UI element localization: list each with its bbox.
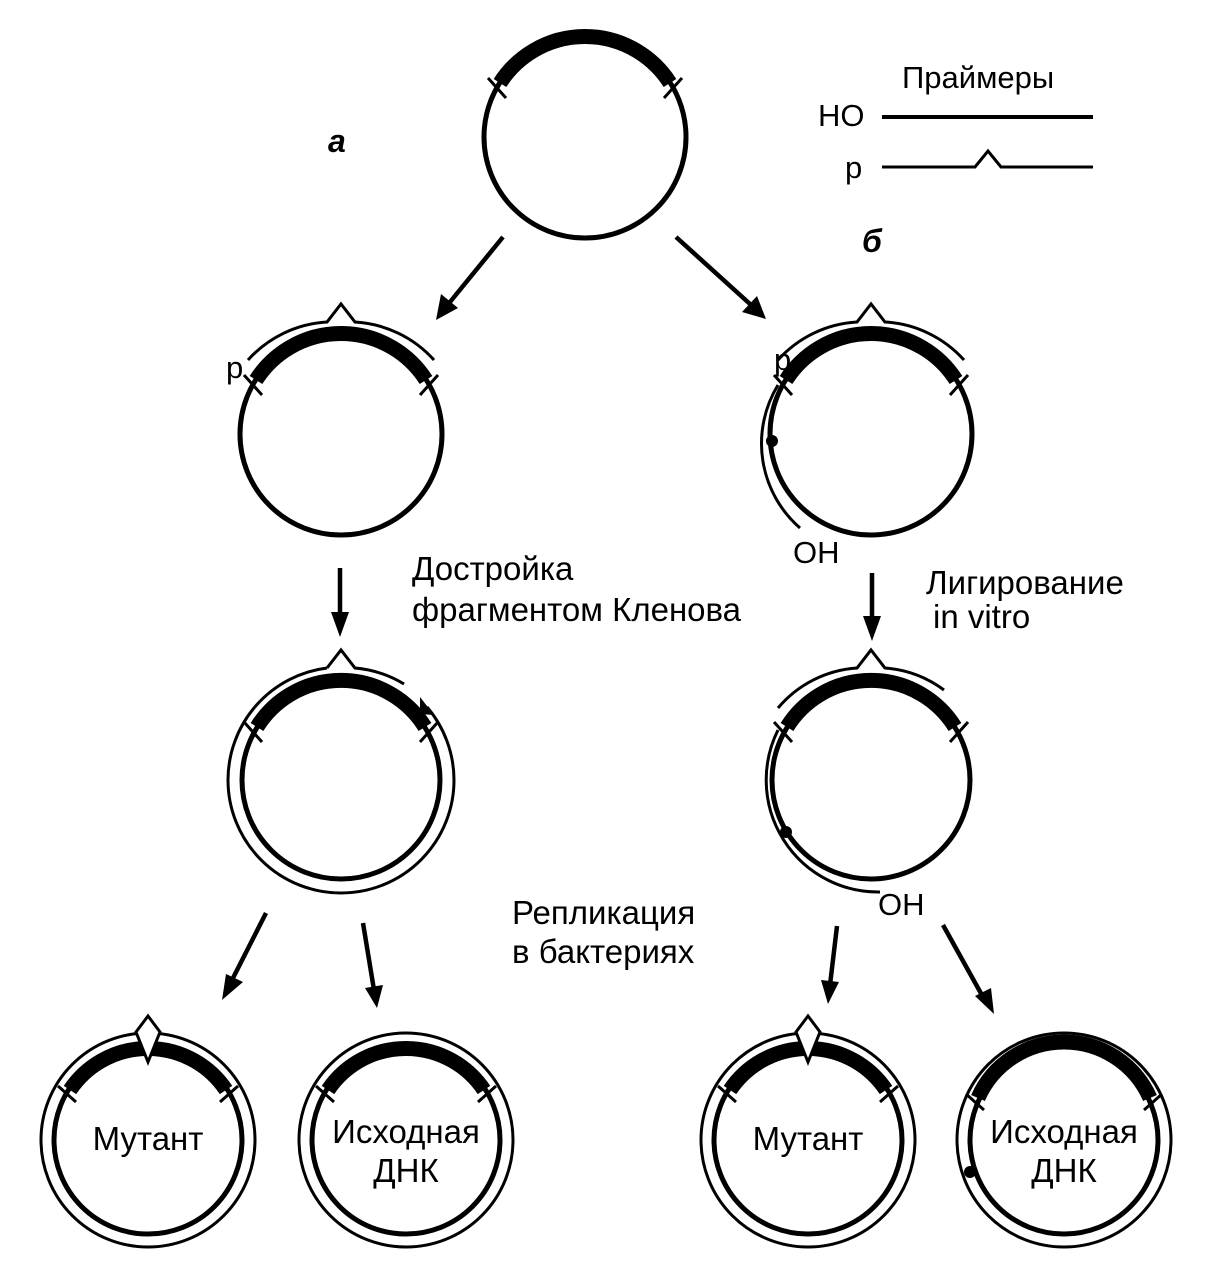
ho-primer [760,384,801,530]
arrow-right-mutant [821,925,840,1004]
extension-arrowhead [420,697,434,715]
right-mutant-plasmid [699,1013,917,1249]
arrow-right-original [941,923,994,1014]
label-oh-1: ОН [793,535,840,570]
label-oh-2: ОН [878,887,925,922]
legend-p-line [882,148,1093,169]
label-replication-1: Репликация [512,894,695,931]
right-original-label-1: Исходная [990,1113,1138,1150]
panel-label-a: а [328,123,346,159]
left-original-plasmid [297,1031,515,1249]
arrow-left-original [360,922,383,1008]
left-original-label-2: ДНК [373,1152,439,1189]
legend-ho-label: НО [818,98,865,133]
label-ligation-2: in vitro [933,598,1030,635]
target-gene-segment [493,29,677,88]
left-original-label-1: Исходная [332,1113,480,1150]
new-strand [226,666,456,895]
left-mutant-plasmid [39,1013,257,1249]
template-plasmid [481,29,689,241]
primer-legend: Праймеры НО р [818,60,1093,185]
right-mutant-label: Мутант [753,1120,864,1157]
right-original-label-2: ДНК [1031,1152,1097,1189]
label-klenow-2: фрагментом Кленова [412,591,742,628]
phosphate-dot [766,435,778,447]
arrow-left-down [331,568,349,637]
right-ligated-plasmid [764,647,973,894]
arrow-top-left [436,235,505,320]
mutagenic-primer [246,301,436,362]
legend-p-label: р [845,150,862,185]
mutagenic-primer-right [776,301,966,362]
label-p-right: р [774,342,791,377]
right-original-plasmid [955,1031,1173,1249]
label-replication-2: в бактериях [512,933,695,970]
phosphate-dot-3 [964,1166,976,1178]
arrow-left-mutant [222,911,269,1000]
label-klenow-1: Достройка [412,550,574,587]
phosphate-dot-2 [780,826,792,838]
legend-title: Праймеры [902,60,1054,95]
panel-label-b: б [862,223,883,259]
arrow-top-right [674,235,766,319]
right-primer-annealed-plasmid [760,301,975,538]
label-p-left: р [226,350,243,385]
left-mutant-label: Мутант [93,1120,204,1157]
arrow-right-down [863,573,881,641]
label-ligation-1: Лигирование [926,564,1124,601]
left-primer-annealed-plasmid [237,301,445,538]
left-extended-plasmid [226,647,456,895]
